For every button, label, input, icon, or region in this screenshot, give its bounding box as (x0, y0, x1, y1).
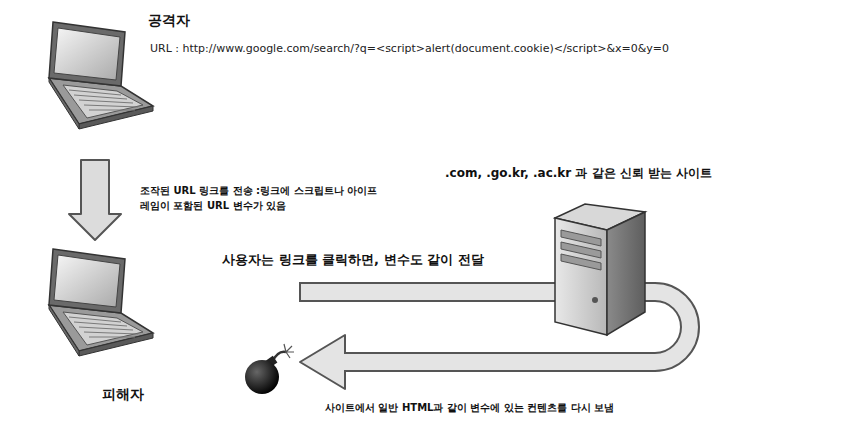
server-tower (555, 204, 645, 335)
edge-label: 사용자는 링크를 클릭하면, 변수도 같이 전달 (222, 252, 484, 268)
bomb-icon (245, 344, 294, 394)
edge-label: 조작된 URL 링크를 전송 :링크에 스크립트나 아이프레임이 포함된 URL… (140, 183, 385, 213)
flow-arrow (300, 282, 561, 302)
band-end (299, 282, 301, 302)
flow-arrow (69, 160, 121, 240)
attacker-laptop (49, 22, 153, 129)
hollow-arrow (69, 160, 121, 240)
url-text: URL : http://www.google.com/search/?q=<s… (150, 42, 669, 56)
band-outline (300, 282, 561, 302)
actor-label: 공격자 (148, 12, 190, 30)
attacker-node: 공격자 (40, 10, 210, 160)
server-node: .com, .go.kr, .ac.kr 과 같은 신뢰 받는 사이트 (555, 200, 645, 335)
server-label: .com, .go.kr, .ac.kr 과 같은 신뢰 받는 사이트 (445, 166, 712, 181)
victim-laptop (49, 249, 153, 356)
edge-label: 사이트에서 일반 HTML과 같이 변수에 있는 컨텐츠를 다시 보냄 (325, 402, 614, 415)
arrow-head (300, 335, 345, 389)
band-fill (300, 284, 561, 300)
actor-label: 피해자 (102, 386, 144, 404)
